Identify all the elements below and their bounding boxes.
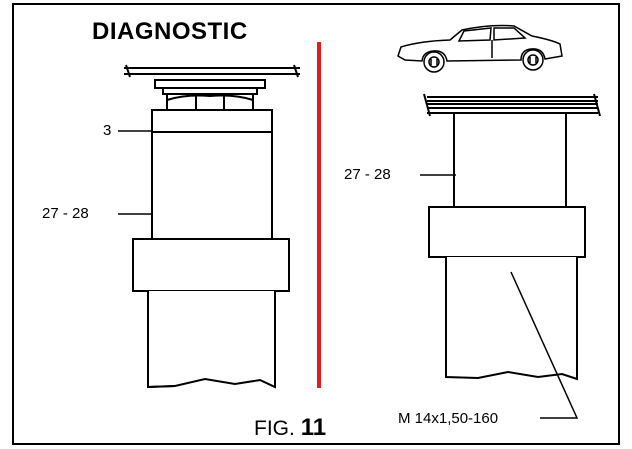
figure-caption: FIG. 11 (254, 414, 326, 442)
label-left-body: 27 - 28 (42, 205, 89, 222)
leader-thread (510, 271, 579, 419)
figure-prefix: FIG. (254, 417, 295, 440)
car-icon (397, 24, 563, 73)
figure-number: 11 (300, 414, 327, 441)
right-assembly (423, 93, 601, 381)
label-thread-spec: M 14x1,50-160 (398, 410, 499, 427)
left-assembly (124, 64, 300, 389)
diagram-title: DIAGNOSTIC (92, 18, 248, 45)
label-top-ring: 3 (103, 122, 112, 139)
label-right-body: 27 - 28 (344, 166, 391, 183)
